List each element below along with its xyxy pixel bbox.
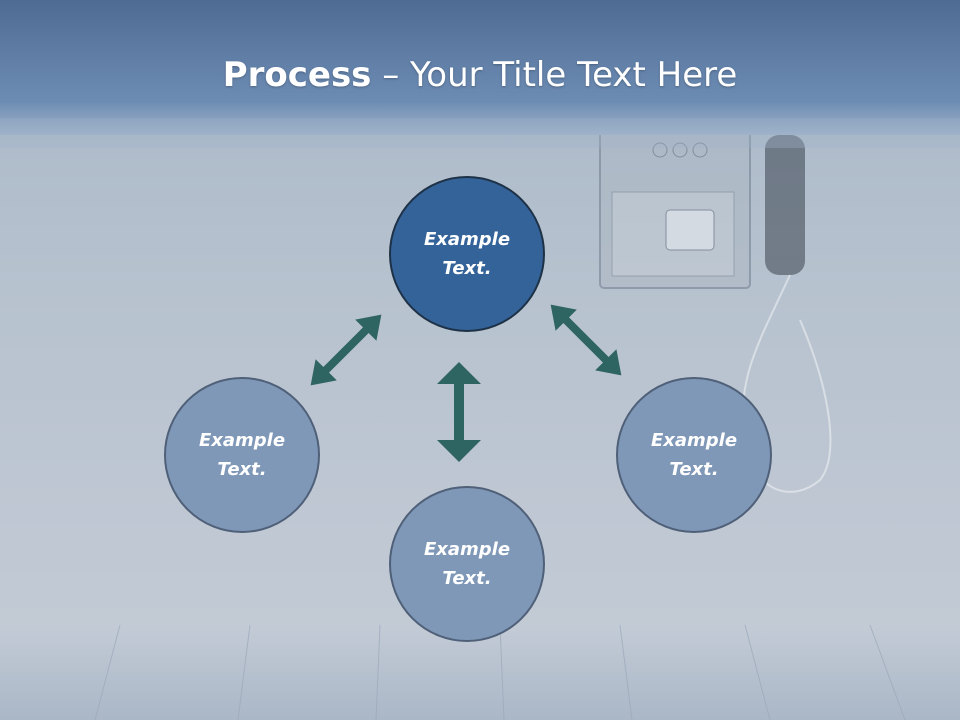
node-bottom: Example Text. [389,486,545,642]
node-top-label: Example Text. [423,229,511,279]
node-left: Example Text. [164,377,320,533]
node-right: Example Text. [616,377,772,533]
node-left-label: Example Text. [198,430,286,480]
title-bold: Process [222,55,372,95]
header-band [0,0,960,135]
arrow-top-right [550,304,622,376]
node-right-label: Example Text. [650,430,738,480]
node-bottom-label: Example Text. [423,539,511,589]
arrow-top-left [310,314,382,386]
node-top: Example Text. [389,176,545,332]
payphone-illustration [599,127,832,493]
arrow-vertical [437,362,481,462]
title-rest: – Your Title Text Here [371,55,738,95]
slide-title: Process – Your Title Text Here [0,50,960,100]
